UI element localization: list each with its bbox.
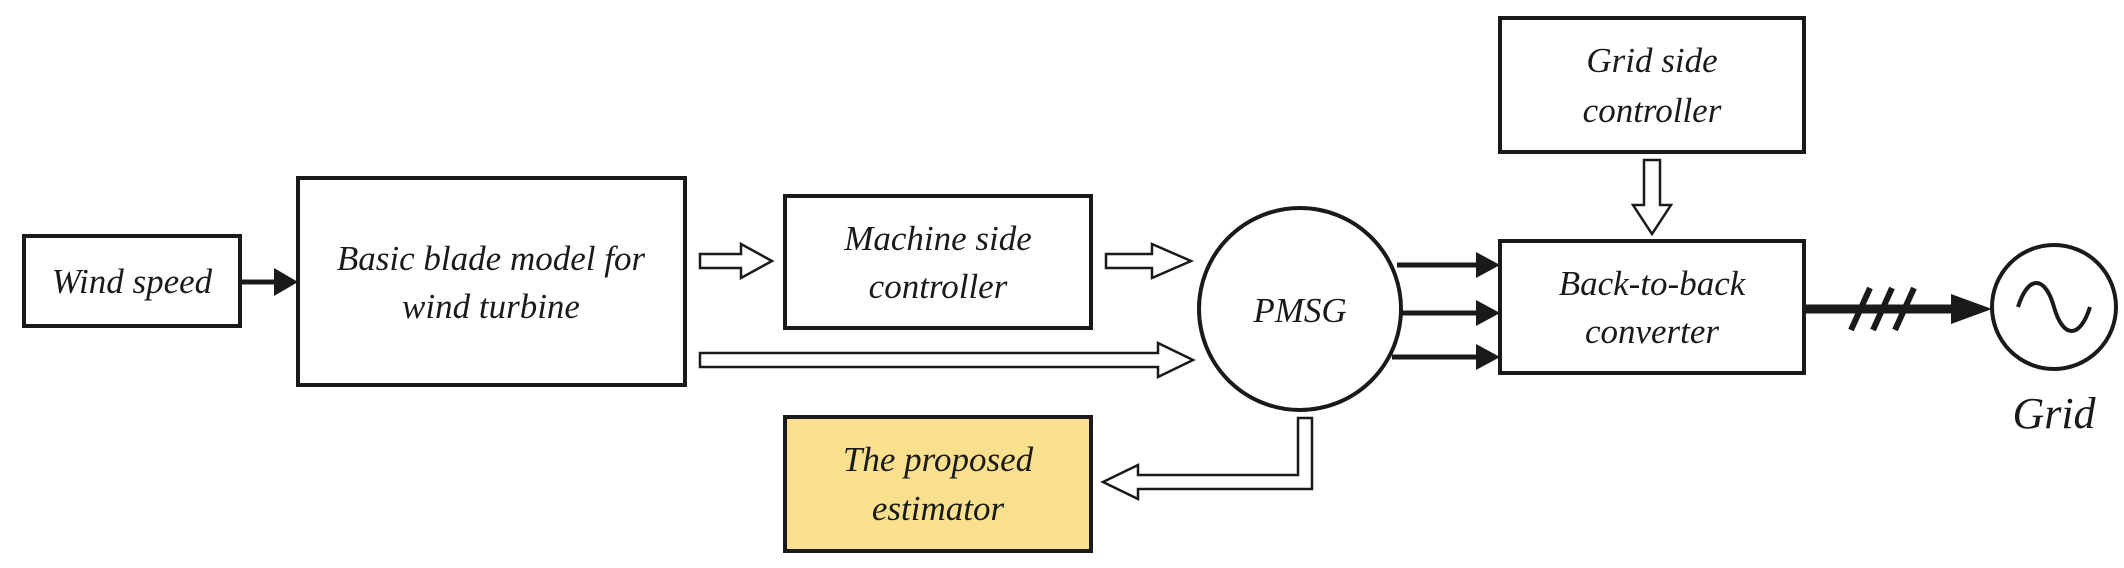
pmsg-generator: PMSG — [1197, 206, 1403, 412]
blade-model-label-line1: Basic blade model for — [337, 239, 646, 278]
blade-to-pmsg-arrow — [698, 341, 1196, 379]
grid-source: Grid — [1990, 243, 2118, 438]
estimator-label-line1: The proposed — [843, 440, 1034, 479]
three-phase-tick-3 — [1892, 286, 1917, 332]
machine-side-controller-block: Machine side controller — [783, 194, 1093, 330]
converter-label-line2: converter — [1585, 312, 1719, 351]
three-phase-tick-1 — [1848, 286, 1873, 332]
pmsg-label: PMSG — [1252, 291, 1346, 330]
estimator-label-line2: estimator — [872, 489, 1005, 528]
machine-controller-to-pmsg-arrow — [1104, 242, 1195, 280]
converter-label-line1: Back-to-back — [1559, 264, 1747, 303]
machine-controller-label-line1: Machine side — [843, 219, 1032, 258]
converter-to-grid-three-phase-arrow — [1804, 286, 1992, 332]
ac-sine-icon — [2016, 281, 2092, 333]
back-to-back-converter-block: Back-to-back converter — [1498, 239, 1806, 375]
proposed-estimator-block: The proposed estimator — [783, 415, 1093, 553]
three-phase-tick-2 — [1870, 286, 1895, 332]
machine-controller-label-line2: controller — [869, 267, 1008, 306]
grid-controller-to-converter-arrow — [1630, 158, 1674, 237]
grid-controller-label-line1: Grid side — [1586, 41, 1717, 80]
pmsg-to-converter-arrows — [1392, 252, 1500, 370]
wind-speed-block: Wind speed — [22, 234, 242, 328]
grid-controller-label-line2: controller — [1583, 91, 1722, 130]
wind-speed-label: Wind speed — [52, 262, 213, 301]
blade-model-block: Basic blade model for wind turbine — [296, 176, 687, 387]
blade-to-machine-controller-arrow — [698, 241, 775, 281]
pmsg-to-estimator-arrow — [1100, 416, 1314, 501]
grid-label: Grid — [2012, 389, 2096, 438]
wind-speed-to-blade-arrow — [240, 268, 298, 296]
grid-side-controller-block: Grid side controller — [1498, 16, 1806, 154]
blade-model-label-line2: wind turbine — [402, 287, 580, 326]
